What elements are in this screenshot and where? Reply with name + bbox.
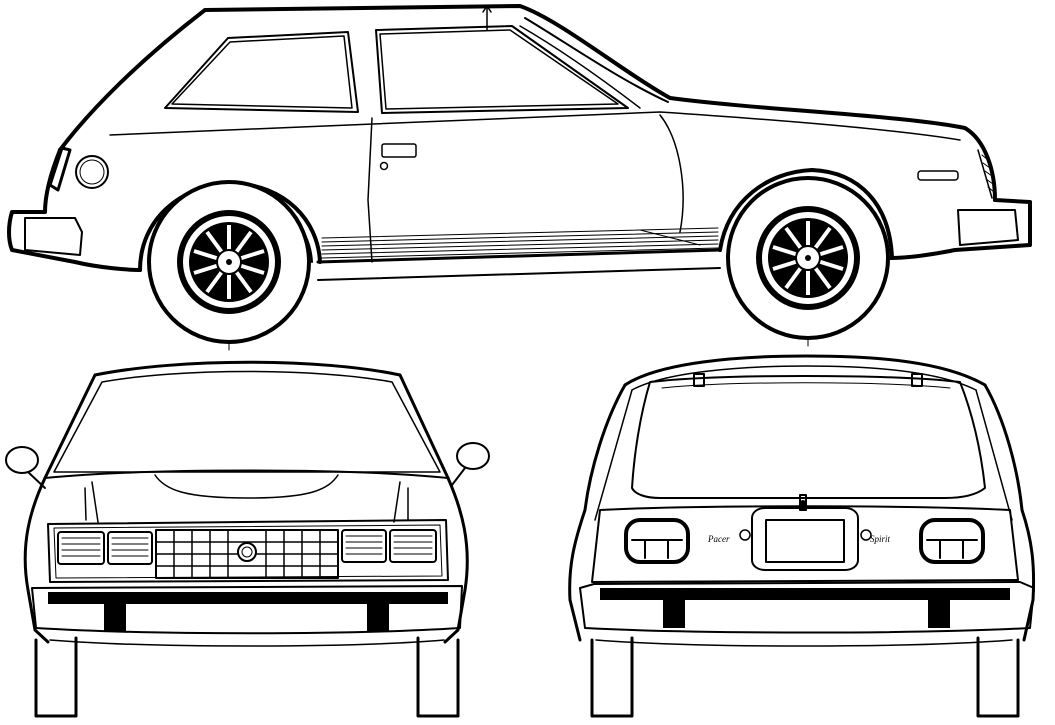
rear-tire-left: [590, 636, 634, 718]
side-front-bumper: [888, 198, 1032, 260]
rear-view: Pacer Spirit: [568, 354, 1036, 718]
rear-license-plate: [739, 494, 872, 571]
front-bumper-strip: [48, 592, 448, 604]
rear-hatch-panel: [591, 505, 1019, 583]
side-belt-line: [109, 111, 961, 141]
side-marker-light: [917, 170, 959, 181]
side-rocker: [316, 248, 722, 264]
front-wheel-arch: [718, 168, 894, 260]
side-rear-wheel: [147, 180, 311, 344]
side-rear-window: [164, 31, 359, 113]
side-grille-end: [977, 149, 995, 199]
amc-emblem-icon: [237, 542, 257, 562]
rear-body-left: [568, 383, 627, 642]
rear-bumper: [579, 581, 1035, 634]
rear-tail-light-left: [624, 518, 690, 564]
front-roof: [93, 360, 402, 377]
axle-center-marks: [228, 337, 809, 351]
side-windshield: [524, 17, 669, 103]
side-rear-bumper: [7, 148, 142, 272]
side-door-window: [375, 25, 629, 114]
front-windshield: [43, 373, 450, 480]
side-door-outline: [367, 117, 373, 263]
front-tire-right: [416, 636, 460, 718]
front-bumper-guard-right: [367, 592, 389, 632]
rear-tail-light-right: [919, 518, 985, 564]
rear-badge-right: Spirit: [870, 534, 891, 544]
rear-bumper-guard-left: [663, 588, 685, 628]
front-bumper: [31, 585, 463, 635]
antenna-icon: [482, 5, 492, 31]
side-body-bottom: [317, 267, 721, 281]
side-view: [7, 4, 1032, 344]
front-headlights-left: [57, 531, 153, 565]
front-body-right: [443, 476, 469, 644]
front-bumper-guard-left: [104, 592, 126, 632]
front-tire-left: [34, 636, 78, 718]
front-cowl: [44, 469, 449, 479]
hatch-hinge-left: [693, 373, 705, 387]
rear-body-right: [983, 383, 1036, 642]
rear-tire-right: [976, 636, 1020, 718]
front-right-mirror: [451, 442, 490, 486]
side-door-front-edge: [659, 114, 684, 233]
side-trim-stripes: [321, 227, 719, 259]
door-lock: [379, 161, 389, 171]
front-view: [5, 360, 490, 718]
front-hood-bulge: [154, 474, 339, 499]
front-left-mirror: [5, 446, 46, 489]
side-front-bumper-face: [957, 209, 1019, 246]
front-headlights-right: [341, 529, 437, 563]
rear-badge-left: Pacer: [707, 534, 730, 544]
rear-window: [631, 375, 986, 499]
front-grille-frame: [47, 519, 449, 583]
hatch-hinge-right: [911, 373, 923, 387]
front-grille: [155, 529, 339, 579]
door-handle: [381, 143, 417, 158]
fuel-cap: [75, 155, 109, 189]
rear-roof: [623, 354, 987, 387]
rear-bumper-guard-right: [928, 588, 950, 628]
side-rear-bumper-face: [24, 217, 83, 256]
side-roof-outline: [58, 4, 997, 202]
side-rear-light: [48, 146, 72, 192]
front-body-left: [23, 476, 50, 644]
rear-bumper-strip: [600, 588, 1010, 600]
hatch-lock-icon: [799, 494, 807, 511]
side-front-wheel: [726, 176, 890, 340]
